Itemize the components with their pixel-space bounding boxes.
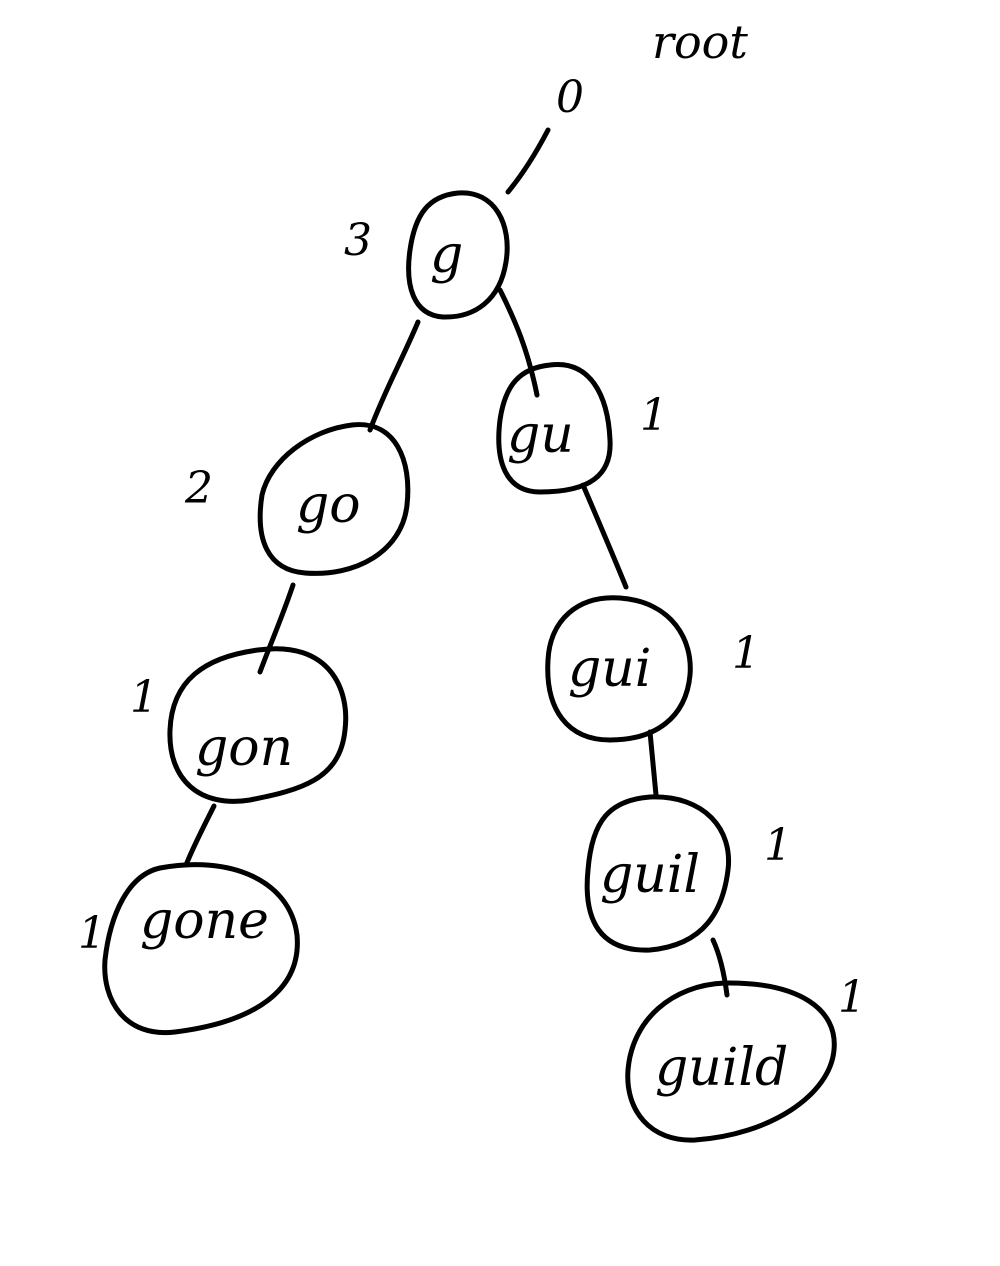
edge-guil-guild (710, 937, 730, 998)
trie-node-go: go 2 (184, 422, 411, 576)
root-title: root (652, 15, 748, 69)
node-label: gon (195, 718, 293, 778)
trie-node-gui: gui 1 (545, 595, 760, 743)
trie-node-gon: gon 1 (130, 646, 349, 804)
node-count: 1 (838, 972, 866, 1023)
edge-gon-gone (183, 803, 217, 868)
node-count: 3 (344, 215, 372, 266)
node-count: 1 (764, 820, 792, 871)
trie-node-guil: guil 1 (584, 794, 792, 953)
node-count: 1 (78, 908, 106, 959)
node-count: 1 (640, 390, 668, 441)
node-label: gu (507, 405, 574, 465)
edge-gu-gui (580, 482, 629, 590)
node-outline (257, 422, 411, 576)
edge-g-gu (497, 287, 540, 398)
node-outline (496, 362, 613, 495)
trie-node-g: g 3 (344, 190, 510, 320)
edge-gui-guil (647, 729, 659, 798)
root-count: 0 (556, 72, 584, 123)
node-label: go (296, 475, 361, 535)
trie-node-gone: gone 1 (78, 862, 300, 1036)
node-count: 2 (184, 463, 213, 514)
node-outline (102, 862, 300, 1036)
node-outline (625, 980, 837, 1143)
node-label: guild (655, 1038, 788, 1098)
node-label: g (430, 225, 463, 285)
node-label: gui (568, 639, 651, 699)
trie-node-gu: gu 1 (496, 362, 668, 495)
edges (183, 127, 730, 998)
edge-go-gon (257, 582, 296, 675)
edge-root-g (505, 127, 551, 195)
node-label: guil (600, 845, 700, 905)
node-outline (584, 794, 732, 953)
node-outline (545, 595, 693, 743)
node-label: gone (140, 891, 269, 951)
node-outline (406, 190, 510, 320)
edge-g-go (367, 319, 421, 433)
node-outline (167, 646, 349, 804)
trie-node-guild: guild 1 (625, 972, 866, 1143)
node-count: 1 (732, 628, 760, 679)
node-count: 1 (130, 672, 158, 723)
